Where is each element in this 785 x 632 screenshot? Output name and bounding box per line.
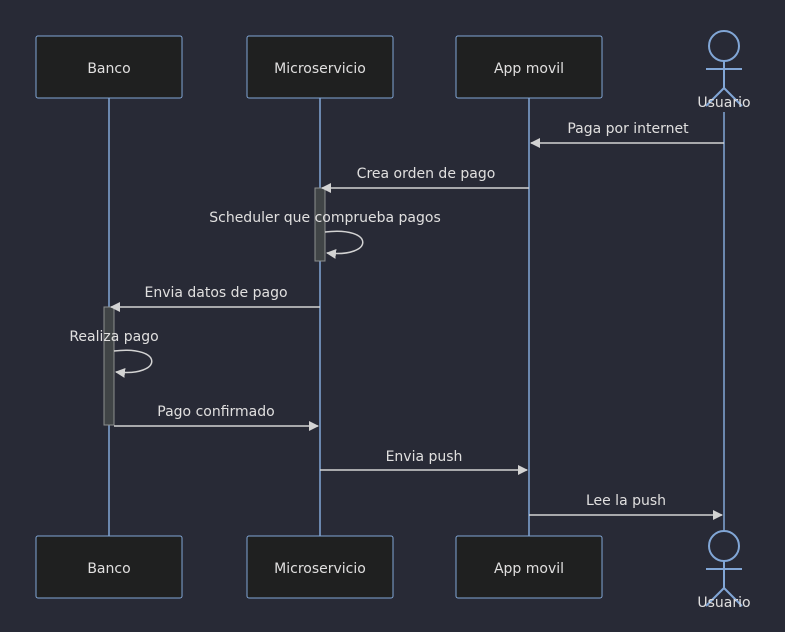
message-envia-push: Envia push: [320, 449, 528, 475]
message-crea-orden-de-pago: Crea orden de pago: [321, 166, 529, 193]
message-pago-confirmado-label: Pago confirmado: [157, 404, 274, 420]
message-lee-la-push-label: Lee la push: [586, 493, 666, 509]
participant-banco-bottom-label: Banco: [87, 561, 130, 577]
participant-usuario-top-label: Usuario: [697, 95, 750, 111]
message-paga-por-internet-label: Paga por internet: [567, 121, 689, 137]
message-envia-datos-de-pago: Envia datos de pago: [110, 285, 320, 312]
message-envia-push-label: Envia push: [386, 449, 463, 465]
activation-banco: [103, 306, 115, 426]
message-realiza-pago-label: Realiza pago: [69, 329, 158, 345]
message-crea-orden-de-pago-label: Crea orden de pago: [357, 166, 496, 182]
message-scheduler-que-comprueba-pagos-label: Scheduler que comprueba pagos: [209, 210, 441, 226]
participant-microservicio-top-label: Microservicio: [274, 61, 366, 77]
participant-microservicio-bottom-label: Microservicio: [274, 561, 366, 577]
person-icon: [705, 530, 743, 607]
participant-microservicio-top: Microservicio: [246, 35, 394, 99]
participant-banco-bottom: Banco: [35, 535, 183, 599]
participant-app-movil-top: App movil: [455, 35, 603, 99]
person-icon: [705, 30, 743, 107]
message-envia-datos-de-pago-label: Envia datos de pago: [144, 285, 287, 301]
message-pago-confirmado: Pago confirmado: [114, 404, 319, 431]
message-realiza-pago: Realiza pago: [69, 329, 159, 378]
participant-banco-top-label: Banco: [87, 61, 130, 77]
participant-usuario-top: Usuario: [697, 30, 751, 111]
participant-app-movil-top-label: App movil: [494, 61, 564, 77]
message-scheduler-que-comprueba-pagos: Scheduler que comprueba pagos: [209, 210, 441, 259]
participant-usuario-bottom-label: Usuario: [697, 595, 750, 611]
activation-microservicio: [314, 187, 326, 262]
participant-usuario-bottom: Usuario: [697, 530, 751, 611]
participant-microservicio-bottom: Microservicio: [246, 535, 394, 599]
participant-app-movil-bottom: App movil: [455, 535, 603, 599]
message-paga-por-internet: Paga por internet: [530, 121, 724, 148]
participant-app-movil-bottom-label: App movil: [494, 561, 564, 577]
message-lee-la-push: Lee la push: [529, 493, 723, 520]
participant-banco-top: Banco: [35, 35, 183, 99]
